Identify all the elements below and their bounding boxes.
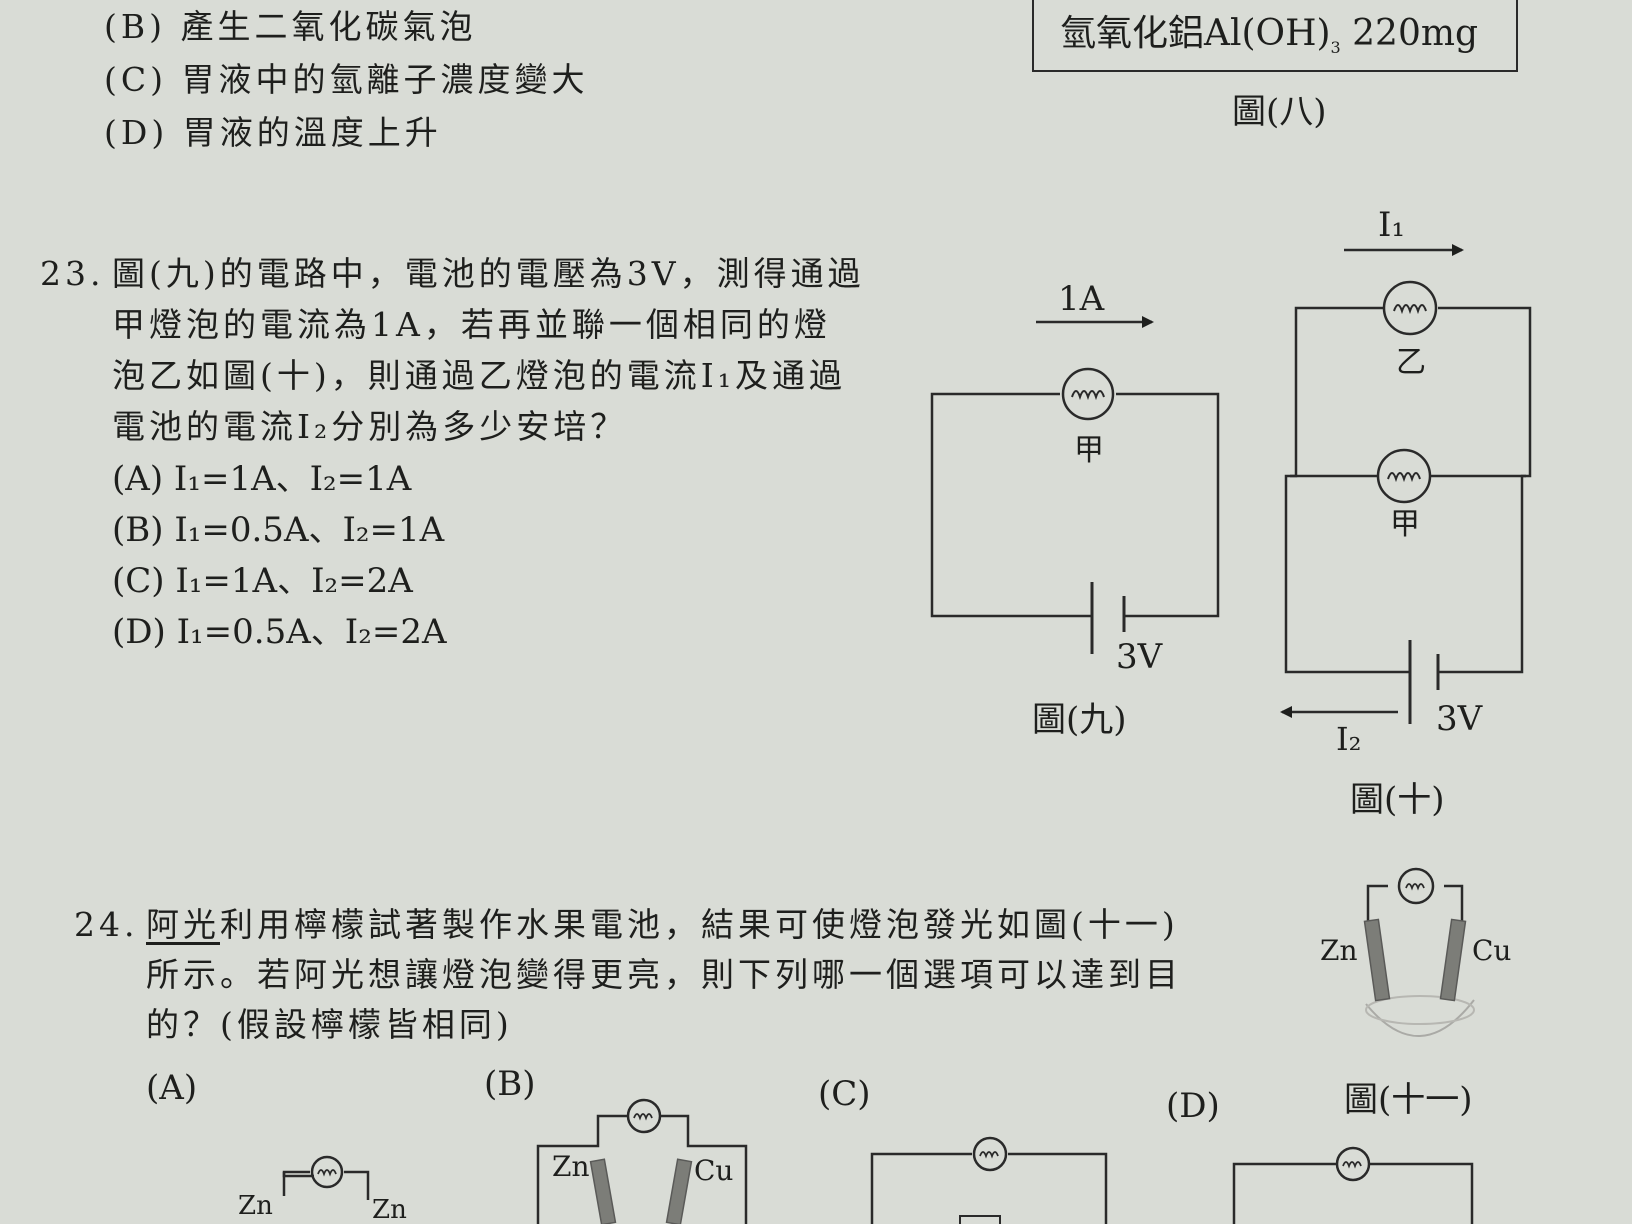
question-23: 23. 圖(九)的電路中，電池的電壓為3V，測得通過 甲燈泡的電流為1A，若再並… — [40, 248, 865, 658]
fig8-label-amount: 220mg — [1340, 13, 1479, 54]
q24-line-1: 阿光利用檸檬試著製作水果電池，結果可使燈泡發光如圖(十一) — [146, 900, 1182, 950]
fig9-voltage-label: 3V — [1116, 637, 1164, 677]
fig8-label-box: 氫氧化鋁Al(OH)3 220mg — [1032, 0, 1518, 72]
q23-line-2: 甲燈泡的電流為1A，若再並聯一個相同的燈 — [112, 305, 831, 344]
fig9-circuit — [930, 316, 1220, 654]
q23-number: 23. — [40, 254, 105, 293]
q23-option-a: (A) I₁=1A、I₂=1A — [112, 459, 412, 499]
fig9-bulb-label: 甲 — [1074, 433, 1104, 468]
q22-option-b: (B) 產生二氧化碳氣泡 — [104, 7, 477, 46]
option-a-drawing — [282, 1155, 370, 1200]
fig10-bulb-bottom — [1376, 448, 1432, 504]
q24-line-2: 所示。若阿光想讓燈泡變得更亮，則下列哪一個選項可以達到目 — [146, 955, 1182, 994]
option-b-cu-electrode — [665, 1158, 693, 1224]
question-24: 24. 阿光利用檸檬試著製作水果電池，結果可使燈泡發光如圖(十一) 所示。若阿光… — [74, 900, 1182, 1050]
fig9-current-label: 1A — [1058, 279, 1105, 319]
q23-option-d: (D) I₁=0.5A、I₂=2A — [112, 612, 447, 652]
fig11-bulb — [1397, 867, 1435, 905]
fig11-cu-label: Cu — [1472, 934, 1511, 967]
question-22-options: (B) 產生二氧化碳氣泡 (C) 胃液中的氫離子濃度變大 (D) 胃液的溫度上升 — [104, 0, 589, 159]
fig10-bulb-top — [1382, 280, 1438, 336]
fig10-bulb-top-label: 乙 — [1396, 345, 1426, 380]
q23-option-c: (C) I₁=1A、I₂=2A — [112, 561, 413, 601]
q24-line-3: 的？(假設檸檬皆相同) — [146, 1005, 513, 1044]
q24-option-b-label: (B) — [484, 1064, 536, 1104]
q24-option-a-label: (A) — [146, 1068, 198, 1108]
fig11-zn-electrode — [1363, 918, 1391, 1002]
q22-option-d: (D) 胃液的溫度上升 — [104, 113, 442, 152]
option-b-left-label: Zn — [552, 1150, 590, 1183]
fig8-label-sub: 3 — [1330, 38, 1341, 58]
q23-line-1: 圖(九)的電路中，電池的電壓為3V，測得通過 — [112, 254, 865, 293]
option-d-drawing — [1232, 1146, 1474, 1224]
option-a-right-label: Zn — [372, 1195, 407, 1224]
fig11-zn-label: Zn — [1320, 934, 1358, 967]
option-c-drawing — [870, 1136, 1108, 1224]
fig10-circuit — [1280, 244, 1532, 724]
option-b-zn-electrode — [589, 1158, 617, 1224]
option-a-bulb — [310, 1155, 344, 1189]
option-a-left-label: Zn — [238, 1191, 273, 1221]
q24-number: 24. — [74, 905, 139, 944]
q24-person-name: 阿光 — [146, 905, 220, 944]
fig10-caption: 圖(十) — [1350, 780, 1445, 820]
q23-line-4: 電池的電流I₂分別為多少安培？ — [112, 407, 628, 446]
fig10-bulb-bottom-label: 甲 — [1390, 507, 1420, 542]
option-d-bulb — [1335, 1146, 1371, 1182]
option-b-right-label: Cu — [694, 1154, 733, 1187]
q23-line-3: 泡乙如圖(十)，則通過乙燈泡的電流I₁及通過 — [112, 356, 847, 395]
fig9-caption: 圖(九) — [1032, 700, 1127, 740]
q23-option-b: (B) I₁=0.5A、I₂=1A — [112, 510, 445, 550]
q24-option-d-label: (D) — [1166, 1086, 1220, 1126]
fig10-current-bottom-label: I₂ — [1336, 720, 1361, 758]
q24-line-1-rest: 利用檸檬試著製作水果電池，結果可使燈泡發光如圖(十一) — [220, 905, 1179, 944]
q22-option-c: (C) 胃液中的氫離子濃度變大 — [104, 60, 589, 99]
fig10-voltage-label: 3V — [1436, 699, 1484, 739]
option-b-drawing — [536, 1098, 748, 1224]
fig9-bulb — [1061, 367, 1115, 421]
q24-option-c-label: (C) — [818, 1074, 871, 1114]
fig8-label-text: 氫氧化鋁Al(OH) — [1060, 13, 1331, 54]
fig10-current-top-label: I₁ — [1378, 205, 1405, 245]
fig8-caption: 圖(八) — [1232, 92, 1327, 132]
fig11-cu-electrode — [1439, 918, 1467, 1002]
option-b-bulb — [626, 1098, 662, 1134]
fig11-caption: 圖(十一) — [1344, 1080, 1473, 1120]
option-c-bulb — [972, 1136, 1008, 1172]
